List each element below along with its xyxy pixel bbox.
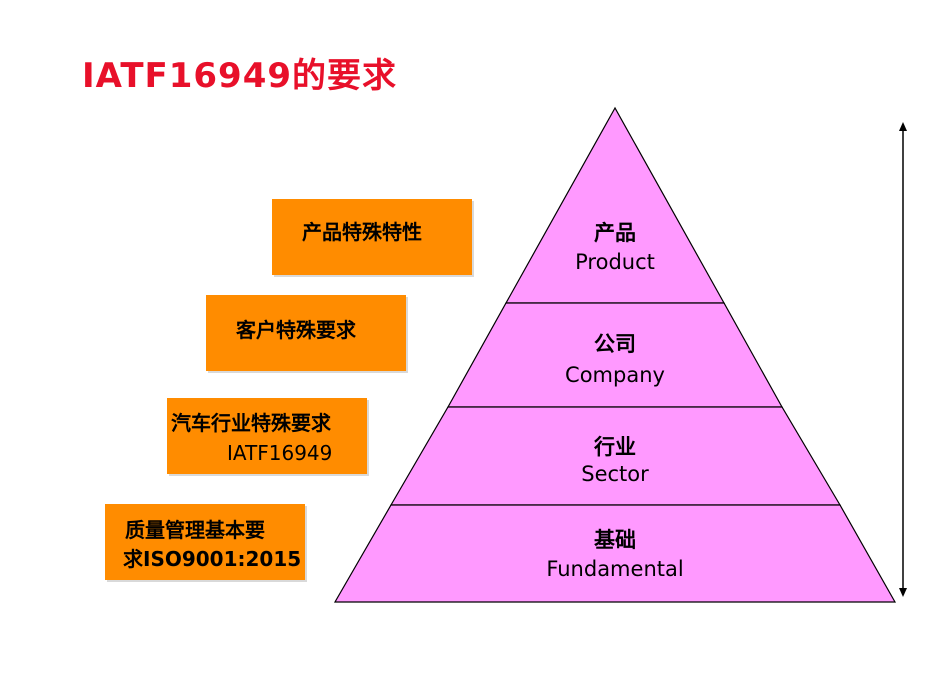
pyramid-label-sector-en: Sector <box>581 462 649 486</box>
pyramid-label-company-zh: 公司 <box>594 332 636 356</box>
requirement-box-automotive-sector: 汽车行业特殊要求 IATF16949 <box>167 398 367 474</box>
requirement-box-label: 质量管理基本要 <box>125 518 265 542</box>
pyramid-level-fundamental <box>333 504 897 603</box>
pyramid-label-fundamental-en: Fundamental <box>546 557 683 581</box>
pyramid-label-fundamental-zh: 基础 <box>594 528 636 552</box>
pyramid-label-sector-zh: 行业 <box>593 435 636 459</box>
vertical-double-arrow-icon <box>899 122 907 597</box>
requirement-box-label: 客户特殊要求 <box>236 318 356 342</box>
pyramid-label-product-zh: 产品 <box>594 221 636 245</box>
requirement-box-label: 汽车行业特殊要求 <box>171 411 331 435</box>
page-title: IATF16949的要求 <box>82 56 398 96</box>
pyramid-label-company-en: Company <box>565 363 665 387</box>
requirement-box-product-characteristics: 产品特殊特性 <box>272 199 472 275</box>
requirement-box-customer-specific: 客户特殊要求 <box>206 295 406 371</box>
pyramid-shapes <box>333 106 897 603</box>
requirement-box-qms-basic: 质量管理基本要 求ISO9001:2015 <box>105 504 305 580</box>
requirement-box-label: 求ISO9001:2015 <box>123 547 302 571</box>
pyramid-label-product-en: Product <box>575 250 655 274</box>
requirement-box-label: 产品特殊特性 <box>302 220 422 244</box>
requirement-box-label: IATF16949 <box>227 441 333 465</box>
